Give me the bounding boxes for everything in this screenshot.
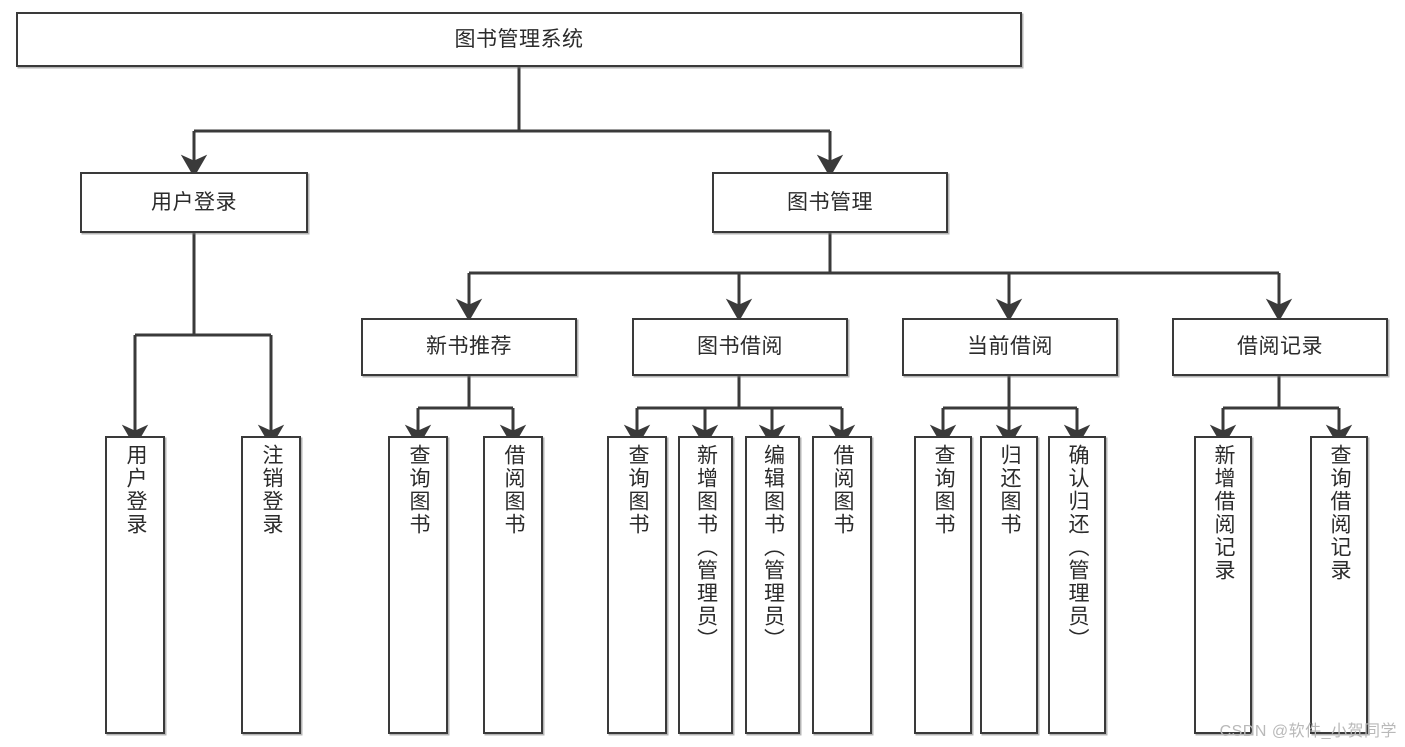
node-label: 图书管理 bbox=[787, 190, 873, 214]
node-label: 查询借阅记录 bbox=[1328, 444, 1352, 582]
leaf-current-borrow-confirm-return-admin[interactable]: 确认归还（管理员） bbox=[1048, 436, 1106, 734]
node-label: 确认归还（管理员） bbox=[1066, 444, 1090, 651]
node-label: 图书管理系统 bbox=[454, 27, 584, 51]
node-book-borrowing[interactable]: 图书借阅 bbox=[632, 318, 848, 376]
node-label: 查询图书 bbox=[932, 444, 956, 536]
node-label: 注销登录 bbox=[260, 444, 284, 536]
leaf-current-borrow-return-books[interactable]: 归还图书 bbox=[980, 436, 1038, 734]
node-label: 新书推荐 bbox=[426, 335, 512, 359]
leaf-user-login-logout[interactable]: 注销登录 bbox=[241, 436, 301, 734]
leaf-book-borrow-borrow-books[interactable]: 借阅图书 bbox=[812, 436, 872, 734]
leaf-new-book-borrow-books[interactable]: 借阅图书 bbox=[483, 436, 543, 734]
node-label: 借阅记录 bbox=[1237, 335, 1323, 359]
node-root-library-management-system[interactable]: 图书管理系统 bbox=[16, 12, 1022, 67]
leaf-book-borrow-edit-book-admin[interactable]: 编辑图书（管理员） bbox=[745, 436, 800, 734]
node-new-book-recommendation[interactable]: 新书推荐 bbox=[361, 318, 577, 376]
node-label: 查询图书 bbox=[626, 444, 650, 536]
node-book-management[interactable]: 图书管理 bbox=[712, 172, 948, 233]
node-label: 当前借阅 bbox=[967, 335, 1053, 359]
node-label: 用户登录 bbox=[124, 444, 148, 536]
leaf-new-book-query-books[interactable]: 查询图书 bbox=[388, 436, 448, 734]
node-user-login[interactable]: 用户登录 bbox=[80, 172, 308, 233]
node-borrowing-record[interactable]: 借阅记录 bbox=[1172, 318, 1388, 376]
node-label: 新增图书（管理员） bbox=[694, 444, 718, 651]
node-label: 归还图书 bbox=[998, 444, 1022, 536]
leaf-current-borrow-query-books[interactable]: 查询图书 bbox=[914, 436, 972, 734]
leaf-book-borrow-query-books[interactable]: 查询图书 bbox=[607, 436, 667, 734]
node-label: 图书借阅 bbox=[697, 335, 783, 359]
node-current-borrowing[interactable]: 当前借阅 bbox=[902, 318, 1118, 376]
leaf-user-login-login[interactable]: 用户登录 bbox=[105, 436, 165, 734]
node-label: 新增借阅记录 bbox=[1212, 444, 1236, 582]
node-label: 查询图书 bbox=[407, 444, 431, 536]
node-label: 用户登录 bbox=[151, 190, 237, 214]
node-label: 借阅图书 bbox=[502, 444, 526, 536]
leaf-borrow-record-add-record[interactable]: 新增借阅记录 bbox=[1194, 436, 1252, 734]
node-label: 借阅图书 bbox=[831, 444, 855, 536]
leaf-borrow-record-query-record[interactable]: 查询借阅记录 bbox=[1310, 436, 1368, 734]
leaf-book-borrow-add-book-admin[interactable]: 新增图书（管理员） bbox=[678, 436, 733, 734]
node-label: 编辑图书（管理员） bbox=[761, 444, 785, 651]
